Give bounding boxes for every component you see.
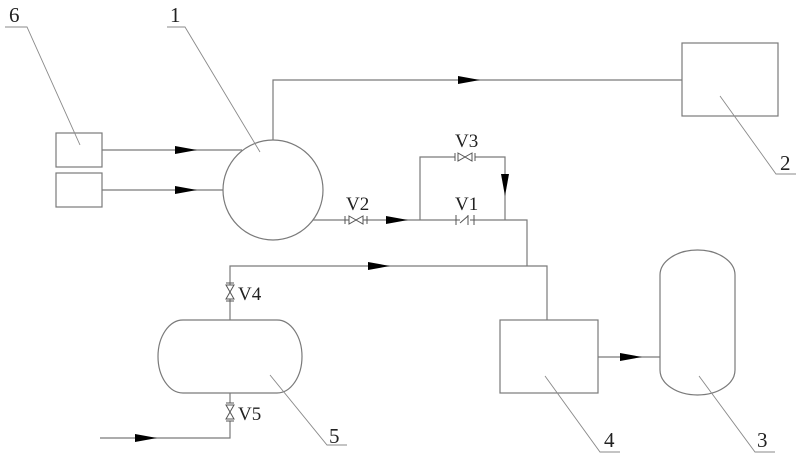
flow-arrow xyxy=(501,174,509,196)
flow-arrow xyxy=(175,186,197,194)
flow-arrow xyxy=(135,434,157,442)
pipe-5-to-4 xyxy=(229,265,548,320)
valve-v2-label: V2 xyxy=(346,194,369,215)
label-2: 2 xyxy=(780,151,791,175)
source-box-6a xyxy=(55,132,103,168)
leader-3 xyxy=(698,375,775,453)
leader-4 xyxy=(544,375,620,453)
pipe-1-to-junction xyxy=(313,219,528,266)
leader-5 xyxy=(269,374,347,446)
leader-1 xyxy=(167,26,261,153)
valve-v3-label: V3 xyxy=(455,131,478,152)
valve-v4[interactable] xyxy=(225,282,235,302)
pipe-1-to-2 xyxy=(272,79,682,140)
label-5: 5 xyxy=(329,424,340,448)
valve-v4-label: V4 xyxy=(238,284,262,305)
mixer-1 xyxy=(222,139,324,241)
flow-arrow xyxy=(175,146,197,154)
valve-v5[interactable] xyxy=(225,402,235,422)
valve-v2[interactable] xyxy=(344,215,368,225)
source-box-6b xyxy=(55,172,103,208)
tank-5 xyxy=(157,319,303,394)
label-3: 3 xyxy=(757,428,768,452)
leader-6 xyxy=(5,26,81,146)
tank-3 xyxy=(659,249,736,396)
label-1: 1 xyxy=(170,3,181,27)
leader-2 xyxy=(719,95,796,175)
valve-v3[interactable] xyxy=(454,152,476,162)
valve-v1-label: V1 xyxy=(455,194,478,215)
label-6: 6 xyxy=(9,3,20,27)
flow-arrow xyxy=(458,76,480,84)
valve-v5-label: V5 xyxy=(238,404,261,425)
valve-v1[interactable] xyxy=(455,215,475,225)
flow-arrow xyxy=(620,353,642,361)
unit-2 xyxy=(681,42,779,117)
bypass-pipe xyxy=(419,156,506,220)
flow-arrow xyxy=(386,216,408,224)
label-4: 4 xyxy=(604,428,615,452)
flow-arrow xyxy=(368,262,390,270)
pipe-inlet-5 xyxy=(100,393,231,439)
